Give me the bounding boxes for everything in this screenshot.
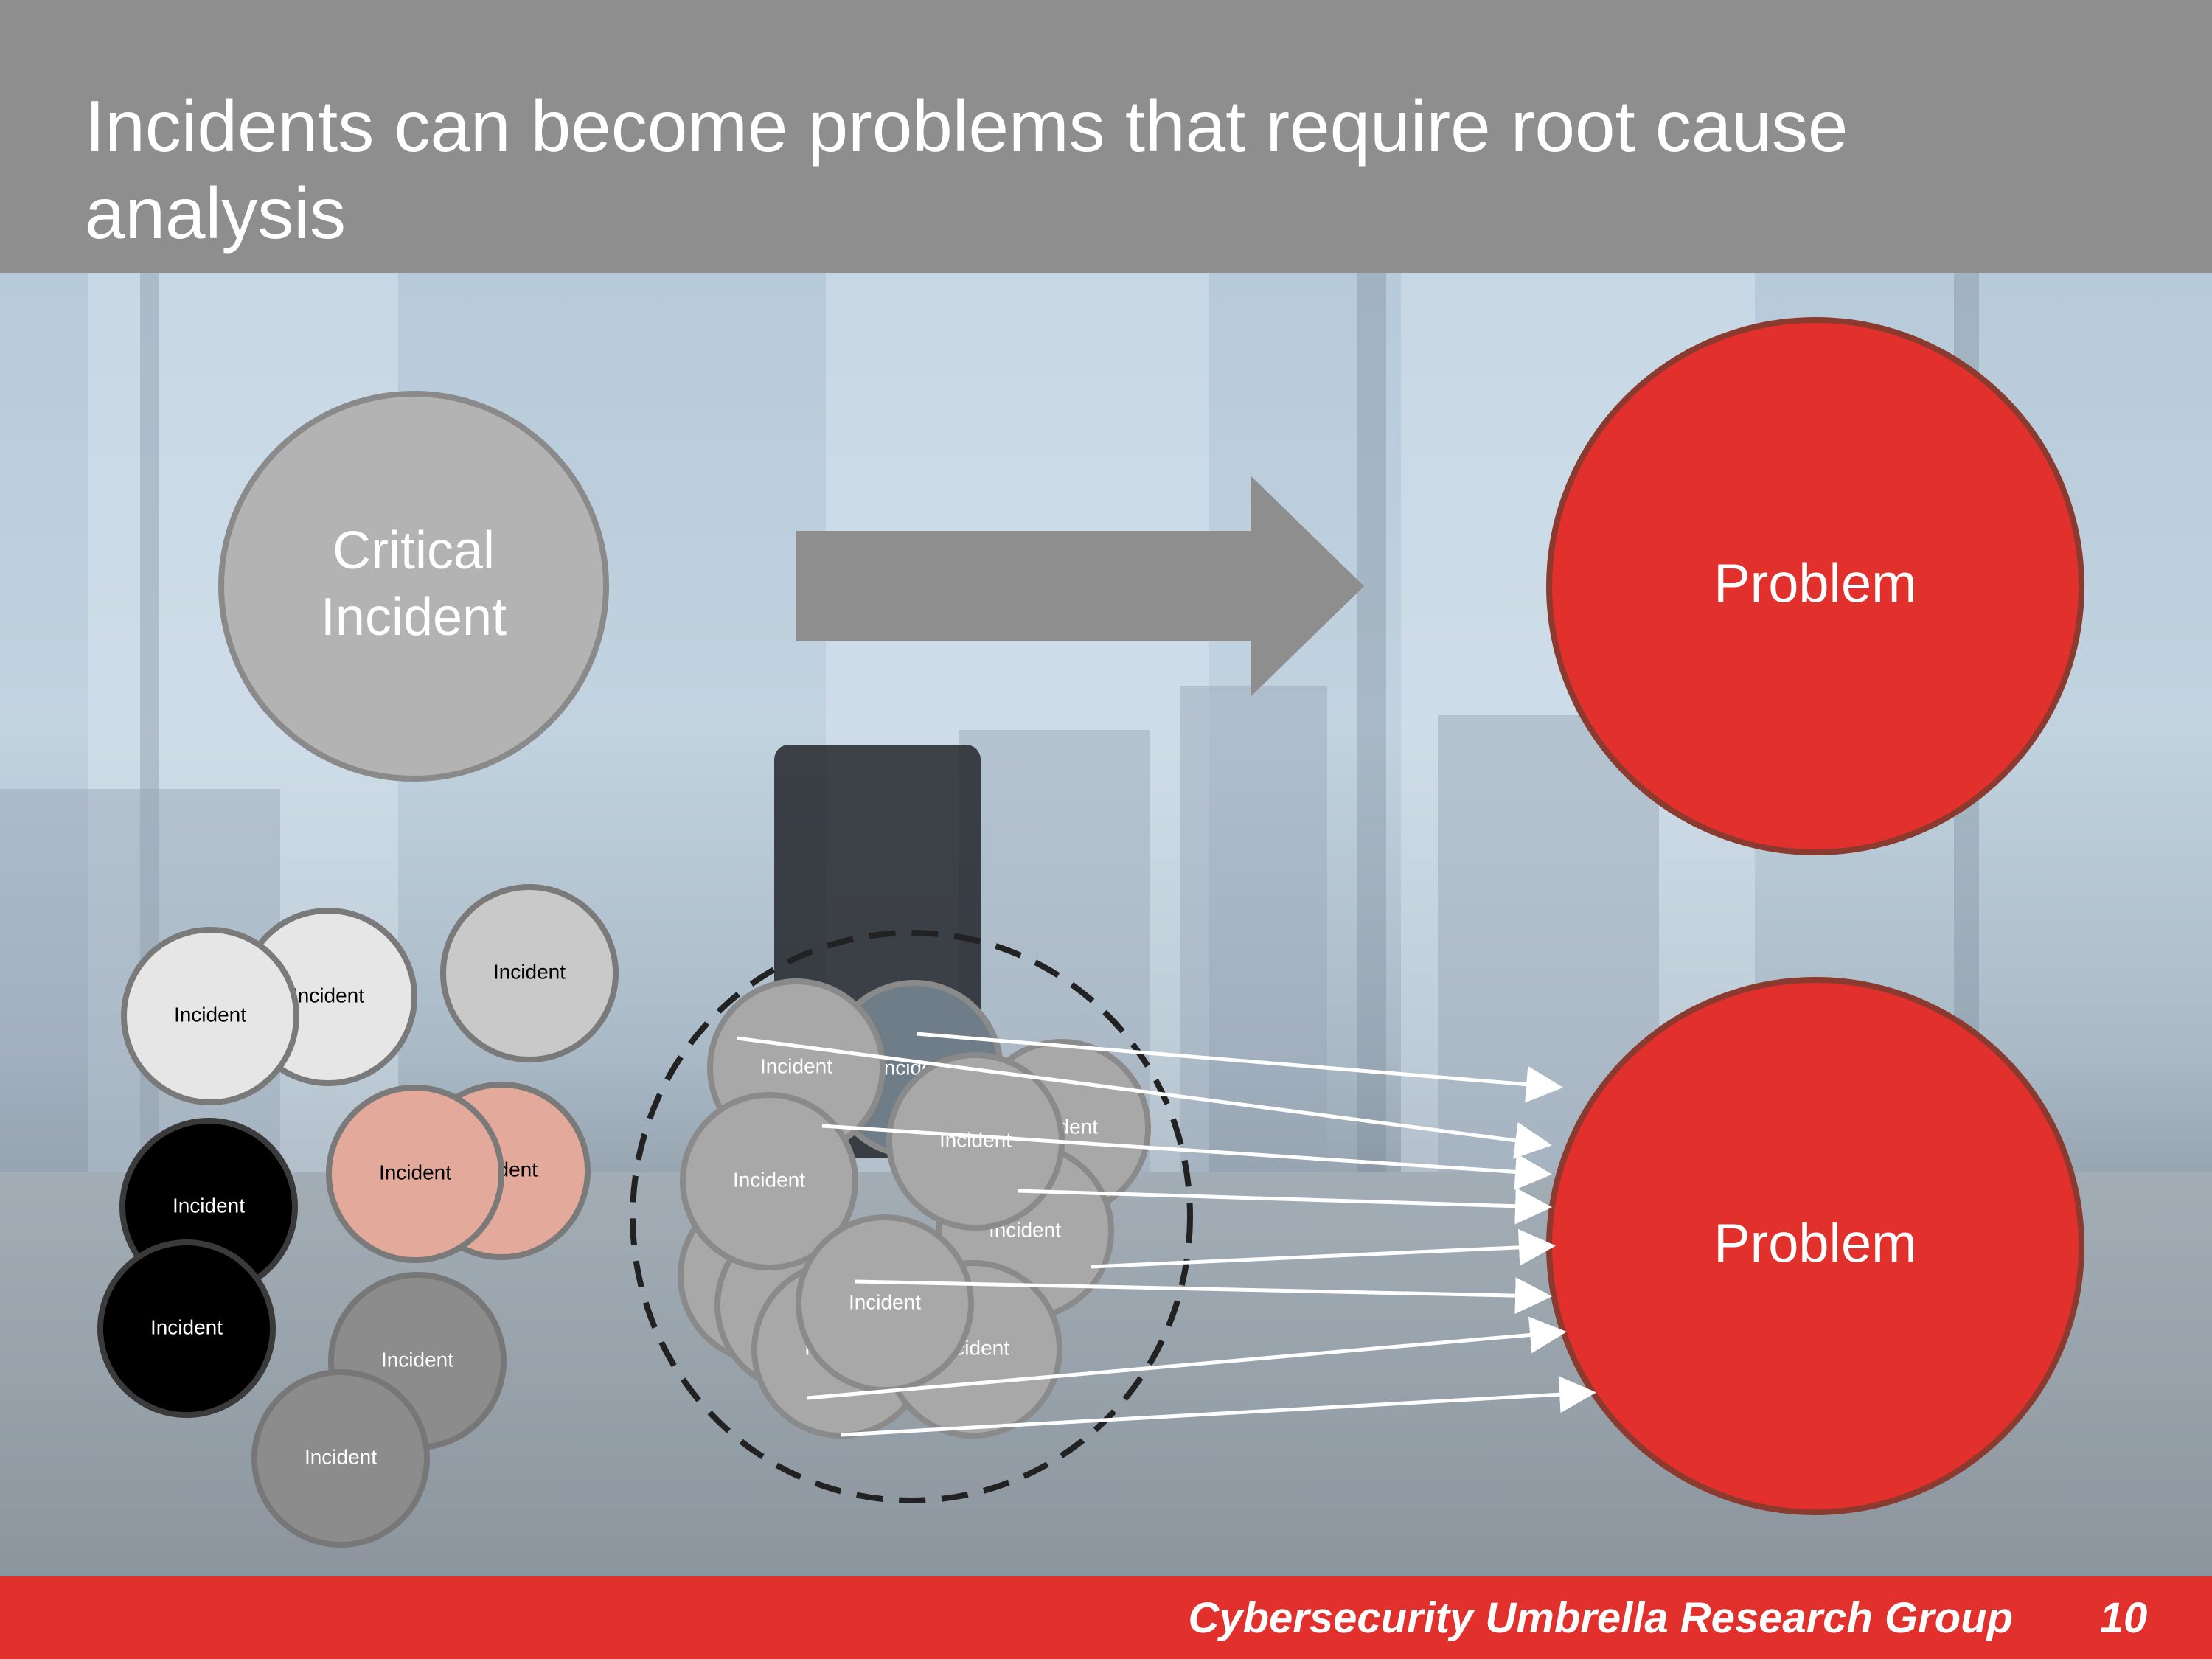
incident-circle-17 bbox=[680, 1092, 858, 1270]
incident-circle-2 bbox=[440, 884, 619, 1062]
footer-brand: Cybersecurity Umbrella Research Group bbox=[1188, 1594, 2013, 1642]
connector-arrow-2 bbox=[821, 1124, 1552, 1191]
slide-title: Incidents can become problems that requi… bbox=[85, 86, 1848, 254]
connector-arrow-4 bbox=[1091, 1228, 1556, 1269]
incident-label-7: Incident bbox=[381, 1348, 453, 1371]
incident-label-16: Incident bbox=[760, 1054, 832, 1077]
page-number: 10 bbox=[2099, 1594, 2148, 1642]
incident-label-19: Incident bbox=[849, 1290, 921, 1313]
connector-arrow-3 bbox=[1017, 1187, 1552, 1225]
incident-circle-8 bbox=[251, 1369, 430, 1548]
problem-circle-top bbox=[1546, 317, 2084, 855]
incident-label-6: Incident bbox=[150, 1315, 223, 1338]
incident-label-1: Incident bbox=[174, 1003, 246, 1026]
incident-label-2: Incident bbox=[493, 960, 566, 983]
title-bar bbox=[0, 0, 2212, 273]
incident-label-0: Incident bbox=[292, 984, 364, 1006]
incident-label-8: Incident bbox=[305, 1445, 377, 1468]
critical-incident-circle bbox=[218, 391, 609, 782]
cluster-dashed-boundary bbox=[630, 930, 1193, 1503]
connector-arrow-6 bbox=[807, 1316, 1567, 1400]
connector-arrow-0 bbox=[916, 1032, 1563, 1103]
connector-arrow-7 bbox=[840, 1376, 1596, 1437]
incident-label-18: Incident bbox=[939, 1128, 1012, 1151]
problem-label-bottom: Problem bbox=[1714, 1213, 1917, 1274]
critical-incident-label-line-2: Incident bbox=[321, 588, 507, 647]
incident-circle-6 bbox=[97, 1239, 276, 1418]
critical-incident-label-line-1: Critical bbox=[333, 521, 495, 580]
incident-label-5: Incident bbox=[173, 1194, 245, 1217]
incident-label-4: Incident bbox=[379, 1161, 451, 1183]
problem-label-top: Problem bbox=[1714, 553, 1917, 614]
block-arrow bbox=[796, 476, 1364, 697]
incident-circle-4 bbox=[326, 1085, 504, 1263]
incident-label-17: Incident bbox=[733, 1168, 805, 1191]
incident-circle-1 bbox=[121, 927, 299, 1105]
connector-arrow-1 bbox=[737, 1036, 1552, 1159]
connector-arrow-5 bbox=[855, 1277, 1552, 1315]
footer-bar bbox=[0, 1576, 2212, 1659]
